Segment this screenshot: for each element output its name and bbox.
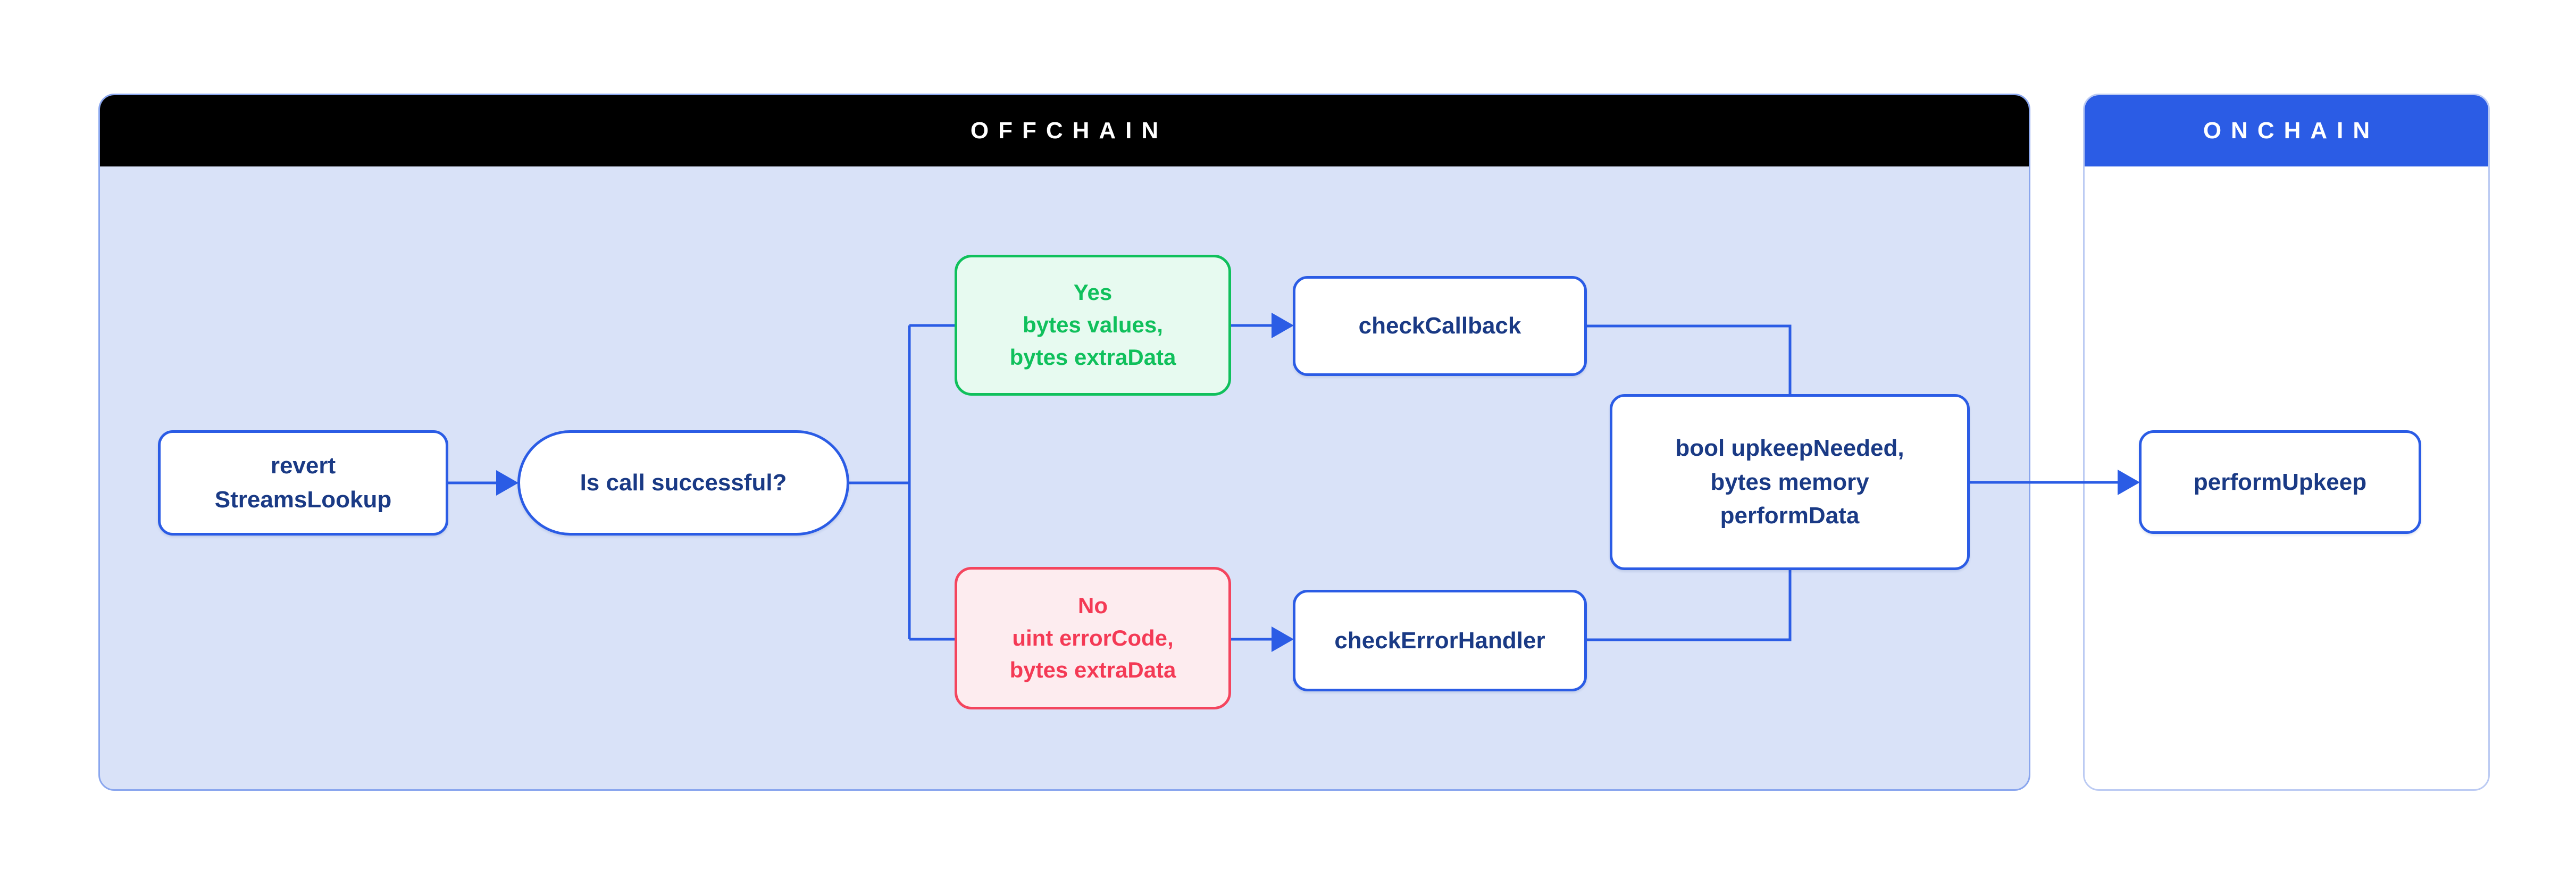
onchain-title: ONCHAIN: [2203, 118, 2380, 144]
node-yes-branch: Yes bytes values, bytes extraData: [955, 255, 1231, 396]
connector-decision-split: [849, 324, 955, 641]
node-check-error-handler: checkErrorHandler: [1293, 590, 1587, 691]
arrowhead-performupkeep: [2118, 470, 2140, 495]
node-is-call-successful-label: Is call successful?: [580, 470, 787, 496]
node-upkeep-result: bool upkeepNeeded, bytes memory performD…: [1610, 394, 1970, 570]
node-revert-streams-lookup-label: revert StreamsLookup: [214, 453, 392, 513]
node-check-callback-label: checkCallback: [1358, 313, 1521, 339]
node-yes-branch-label: Yes bytes values, bytes extraData: [1009, 280, 1176, 370]
node-no-branch: No uint errorCode, bytes extraData: [955, 567, 1231, 709]
node-revert-streams-lookup: revert StreamsLookup: [158, 430, 448, 536]
arrowhead-checkcallback: [1272, 313, 1294, 338]
connector-checkerrorhandler-to-result: [1587, 568, 1792, 641]
node-perform-upkeep: performUpkeep: [2139, 430, 2421, 534]
arrowhead-checkerrorhandler: [1272, 626, 1294, 652]
node-check-error-handler-label: checkErrorHandler: [1334, 627, 1545, 654]
onchain-header: ONCHAIN: [2085, 95, 2488, 166]
arrowhead-decision: [496, 470, 518, 496]
offchain-header: OFFCHAIN: [100, 95, 2029, 166]
node-upkeep-result-label: bool upkeepNeeded, bytes memory performD…: [1675, 434, 1904, 529]
offchain-title: OFFCHAIN: [970, 118, 1168, 144]
node-check-callback: checkCallback: [1293, 276, 1587, 376]
node-no-branch-label: No uint errorCode, bytes extraData: [1009, 592, 1176, 683]
connector-checkcallback-to-result: [1587, 324, 1792, 396]
node-is-call-successful: Is call successful?: [517, 430, 849, 536]
node-perform-upkeep-label: performUpkeep: [2193, 469, 2367, 495]
